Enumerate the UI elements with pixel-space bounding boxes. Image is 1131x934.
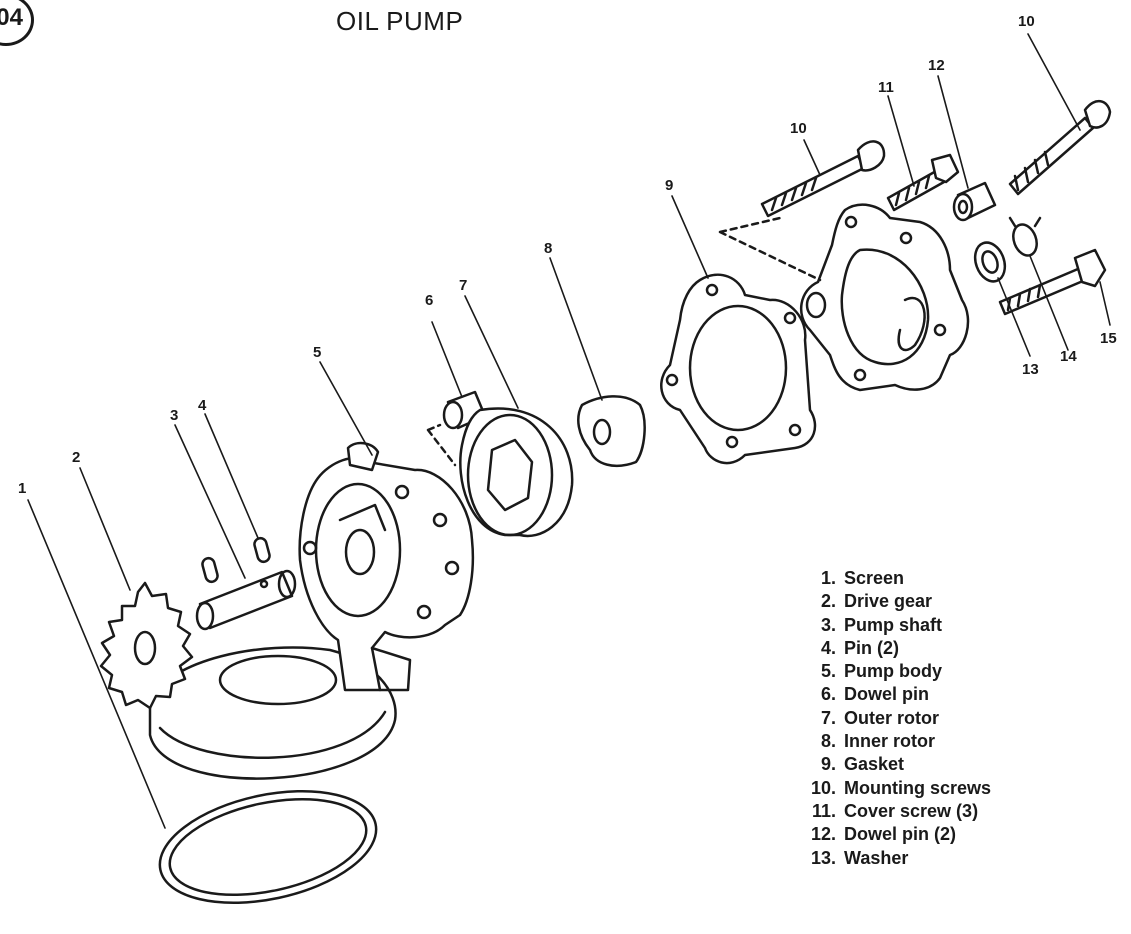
legend-item: 10. Mounting screws: [796, 778, 991, 801]
callout-5: 5: [313, 344, 321, 361]
legend-label: Pump body: [844, 661, 942, 682]
part-7-outer-rotor: [459, 407, 574, 538]
part-4-pins: [201, 536, 271, 584]
legend-label: Gasket: [844, 754, 905, 775]
legend-item: 9. Gasket: [796, 754, 991, 777]
callout-6: 6: [425, 292, 433, 309]
part-9-gasket: [660, 273, 817, 465]
legend-label: Mounting screws: [844, 777, 992, 798]
legend-item: 1. Screen: [796, 568, 991, 591]
part-11-cover-screw: [886, 153, 960, 212]
callout-labels: 1 2 3 4 5 6 7 8 9 10 11 12 10 13 14 15: [18, 13, 1117, 497]
legend-number: 8.: [820, 731, 836, 752]
legend-number: 2.: [820, 591, 836, 612]
legend-number: 11.: [811, 800, 836, 821]
callout-10-top: 10: [1018, 13, 1035, 30]
legend-label: Dowel pin (2): [844, 824, 956, 845]
parts-legend: 1. Screen 2. Drive gear 3. Pump shaft 4. Pin…: [796, 568, 991, 871]
part-2-drive-gear: [99, 581, 194, 710]
legend-item: 2. Drive gear: [796, 591, 991, 614]
legend-number: 12.: [810, 824, 836, 845]
legend-number: 1.: [820, 568, 836, 588]
callout-3: 3: [170, 407, 178, 424]
callout-14: 14: [1060, 348, 1077, 365]
legend-number: 6.: [820, 684, 836, 705]
part-14-clip: [1008, 216, 1042, 257]
part-12-dowel-pin: [952, 181, 997, 222]
legend-number: 10.: [810, 777, 836, 798]
part-8-inner-rotor: [577, 395, 646, 467]
legend-item: 7. Outer rotor: [796, 708, 991, 731]
legend-item: 5. Pump body: [796, 661, 991, 684]
legend-label: Cover screw (3): [844, 800, 979, 821]
part-10-mounting-screws: [760, 100, 1112, 218]
callout-1: 1: [18, 480, 26, 497]
callout-7: 7: [459, 277, 467, 294]
callout-11: 11: [878, 79, 894, 96]
legend-number: 9.: [820, 754, 836, 775]
figure-number: 04: [0, 4, 23, 31]
callout-2: 2: [72, 449, 80, 466]
part-13-washer: [973, 241, 1007, 283]
legend-item: 4. Pin (2): [796, 638, 991, 661]
part-3-pump-shaft: [195, 569, 297, 631]
callout-9: 9: [665, 177, 673, 194]
legend-label: Screen: [844, 568, 905, 588]
legend-item: 11. Cover screw (3): [796, 801, 991, 824]
legend-item: 8. Inner rotor: [796, 731, 991, 754]
pump-cover: [718, 203, 970, 392]
callout-4: 4: [198, 397, 207, 414]
legend-label: Washer: [844, 847, 909, 868]
legend-label: Outer rotor: [844, 707, 940, 728]
callout-13: 13: [1022, 361, 1039, 378]
callout-15: 15: [1100, 330, 1117, 347]
legend-item: 3. Pump shaft: [796, 615, 991, 638]
legend-number: 4.: [820, 637, 836, 658]
legend-number: 13.: [810, 847, 836, 868]
diagram-title: OIL PUMP: [336, 6, 464, 36]
callout-12: 12: [928, 57, 945, 74]
legend-label: Dowel pin: [844, 684, 929, 705]
legend-label: Inner rotor: [844, 731, 936, 752]
part-15-bolt: [998, 248, 1107, 316]
leader-lines: [27, 33, 1111, 829]
part-1-screen: [148, 646, 397, 905]
callout-8: 8: [544, 240, 552, 257]
legend-item: 12. Dowel pin (2): [796, 824, 991, 847]
part-5-pump-body: [298, 441, 475, 692]
legend-item: 6. Dowel pin: [796, 684, 991, 707]
legend-label: Pump shaft: [844, 614, 943, 635]
legend-number: 3.: [820, 614, 836, 635]
legend-number: 5.: [820, 661, 836, 682]
legend-label: Drive gear: [844, 591, 933, 612]
callout-10: 10: [790, 120, 807, 137]
legend-number: 7.: [820, 707, 836, 728]
legend-label: Pin (2): [844, 637, 900, 658]
legend-item: 13. Washer: [796, 848, 991, 871]
